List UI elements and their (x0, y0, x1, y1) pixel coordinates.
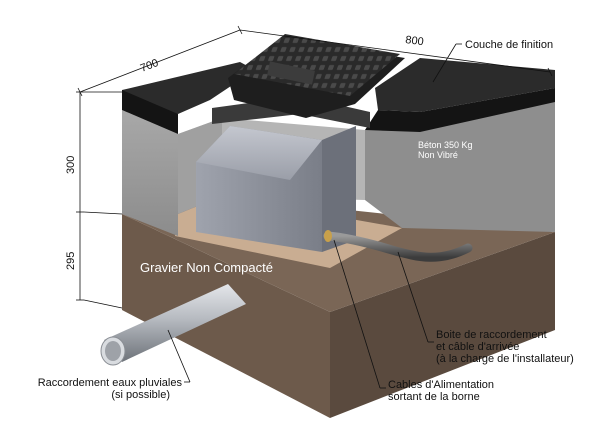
label-drain-2: (si possible) (111, 389, 170, 401)
label-cables-1: Cables d'Alimentation (388, 379, 494, 391)
dim-295-label: 295 (65, 252, 77, 270)
pipe-end-inner (105, 341, 121, 361)
label-junction-2: et câble d'arrivée (436, 341, 519, 353)
gravel-front-face (122, 214, 330, 418)
asphalt-left-top (122, 62, 255, 114)
dim-700-line (79, 29, 241, 93)
cable-conduit (323, 230, 473, 262)
label-finish-layer: Couche de finition (465, 39, 553, 51)
leader-junction (397, 251, 429, 343)
leader-cables (333, 239, 381, 389)
lid-logo-plate (267, 61, 315, 85)
dim-700-label: 700 (139, 57, 160, 75)
asphalt-right-top (375, 58, 555, 112)
dimension-lines (76, 25, 553, 309)
leader-lines (167, 43, 462, 389)
label-junction-1: Boite de raccordement (436, 329, 547, 341)
drain-pipe (100, 284, 246, 366)
concrete-left-front (122, 110, 178, 236)
gravel-side-face (330, 232, 555, 418)
box-slope-face (196, 126, 322, 180)
dim-800-label: 800 (405, 34, 425, 48)
label-cables-2: sortant de la borne (388, 391, 480, 403)
foundation-box (196, 96, 370, 252)
manhole-lid (228, 34, 405, 118)
label-concrete-2: Non Vibré (418, 150, 458, 160)
label-concrete-1: Béton 350 Kg (418, 140, 473, 150)
cable-sheath (323, 231, 473, 262)
cable-gland (324, 230, 332, 242)
box-right-face (322, 126, 356, 252)
dim-800-line (239, 29, 551, 73)
leader-finish (432, 43, 457, 83)
asphalt-left-front (122, 90, 178, 134)
dim-300-label: 300 (65, 156, 77, 174)
label-junction-3: (à la charge de l'installateur) (436, 353, 574, 365)
dim-ext-bottom (83, 299, 123, 309)
lid-surface (234, 34, 400, 96)
dim-ext-mid (83, 211, 123, 215)
asphalt-layer (122, 58, 555, 134)
label-gravel: Gravier Non Compacté (140, 260, 273, 275)
dim-800-tick (547, 67, 553, 77)
leader-drain (167, 329, 191, 383)
pipe-body (104, 284, 246, 362)
label-drain-1: Raccordement eaux pluviales (38, 377, 183, 389)
asphalt-right-front (365, 88, 555, 132)
